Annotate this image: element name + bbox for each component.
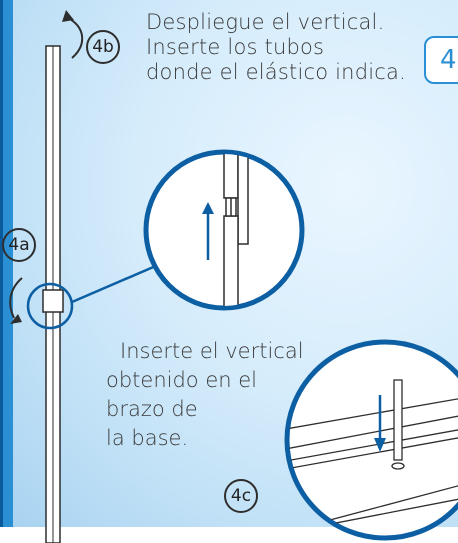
- instruction-4c-line: Inserte el vertical: [120, 339, 304, 363]
- instruction-4b-line: Despliegue el vertical.: [146, 10, 385, 34]
- instruction-4c-line: brazo de: [106, 397, 198, 421]
- rotate-arrow-4a: [9, 277, 23, 319]
- detail-magnifier: [143, 149, 305, 311]
- label-4c: 4c: [224, 479, 258, 513]
- instruction-4c-line: obtenido en el: [106, 368, 257, 392]
- arrow-head-4b: [62, 10, 74, 22]
- rotate-arrow-4b: [67, 17, 83, 59]
- base-magnifier: [284, 339, 458, 541]
- step-number-badge: 4: [424, 36, 458, 84]
- instruction-4c-line: la base.: [106, 426, 189, 450]
- label-4b: 4b: [86, 30, 120, 64]
- instruction-4c: Inserte el vertical obtenido en el brazo…: [106, 337, 304, 453]
- instruction-4b-line: donde el elástico indica.: [146, 60, 406, 84]
- instruction-4b-line: Inserte los tubos: [146, 35, 325, 59]
- label-4a: 4a: [2, 228, 36, 262]
- pole-joint: [42, 289, 64, 313]
- joint-highlight-circle: [26, 282, 74, 330]
- connector-line: [71, 260, 166, 304]
- arrow-head-4a: [10, 314, 22, 324]
- instruction-4b: Despliegue el vertical. Inserte los tubo…: [146, 10, 406, 85]
